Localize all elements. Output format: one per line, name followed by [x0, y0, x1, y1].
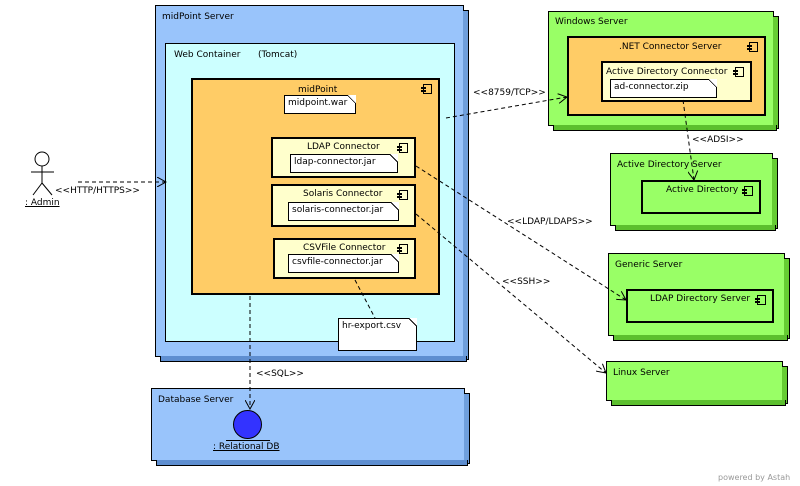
component-icon — [397, 143, 408, 153]
ldap-directory-server-label: LDAP Directory Server — [650, 294, 751, 304]
ad-connector-zip-artifact: ad-connector.zip — [610, 79, 717, 98]
midpoint-war-label: midpoint.war — [288, 98, 348, 108]
ad-connector-zip-label: ad-connector.zip — [614, 82, 689, 92]
solaris-connector-jar-artifact: solaris-connector.jar — [288, 202, 399, 221]
http-label: <<HTTP/HTTPS>> — [55, 186, 140, 196]
midpoint-war-artifact: midpoint.war — [284, 95, 356, 114]
hr-export-csv-artifact: hr-export.csv — [338, 318, 417, 351]
solaris-connector-label: Solaris Connector — [303, 189, 383, 199]
linux-server-label: Linux Server — [613, 368, 670, 378]
active-directory-label: Active Directory — [666, 185, 739, 195]
ldap-connector-label: LDAP Connector — [307, 142, 380, 152]
database-server-node: Database Server — [151, 388, 470, 466]
midpoint-server-label: midPoint Server — [162, 12, 234, 22]
active-directory-component: Active Directory — [641, 180, 761, 214]
component-icon — [733, 67, 744, 77]
ldap-directory-server-component: LDAP Directory Server — [626, 289, 774, 323]
windows-server-label: Windows Server — [555, 17, 628, 27]
generic-server-label: Generic Server — [615, 260, 683, 270]
hr-export-csv-label: hr-export.csv — [342, 321, 402, 331]
adsi-label: <<ADSI>> — [692, 135, 744, 145]
csvfile-connector-label: CSVFile Connector — [303, 243, 386, 253]
linux-server-node: Linux Server — [606, 361, 788, 406]
csvfile-connector-jar-label: csvfile-connector.jar — [292, 257, 383, 267]
tcp-label: <<8759/TCP>> — [473, 88, 546, 98]
relational-db-base — [226, 440, 270, 441]
ldap-label: <<LDAP/LDAPS>> — [507, 217, 593, 227]
ad-server-label: Active Directory Server — [617, 160, 722, 170]
component-icon — [755, 295, 766, 305]
solaris-connector-jar-label: solaris-connector.jar — [292, 205, 384, 215]
astah-watermark: powered by Astah — [718, 473, 791, 482]
ldap-connector-jar-artifact: ldap-connector.jar — [290, 154, 398, 173]
ssh-label: <<SSH>> — [502, 277, 551, 287]
ldap-connector-jar-label: ldap-connector.jar — [294, 157, 376, 167]
database-server-label: Database Server — [158, 395, 234, 405]
relational-db-icon — [233, 410, 262, 439]
csvfile-connector-jar-artifact: csvfile-connector.jar — [288, 254, 399, 273]
component-icon — [742, 186, 753, 196]
tomcat-label: (Tomcat) — [258, 50, 298, 60]
component-icon — [397, 190, 408, 200]
relational-db-label: : Relational DB — [213, 442, 280, 452]
component-icon — [397, 244, 408, 254]
component-icon — [421, 84, 432, 94]
admin-label: : Admin — [25, 198, 60, 208]
midpoint-component-label: midPoint — [298, 85, 338, 95]
sql-label: <<SQL>> — [256, 369, 304, 379]
admin-actor-icon — [31, 151, 54, 196]
web-container-label: Web Container — [174, 50, 241, 60]
component-icon — [747, 42, 758, 52]
ad-connector-label: Active Directory Connector — [606, 67, 728, 77]
net-connector-server-label: .NET Connector Server — [619, 42, 722, 52]
